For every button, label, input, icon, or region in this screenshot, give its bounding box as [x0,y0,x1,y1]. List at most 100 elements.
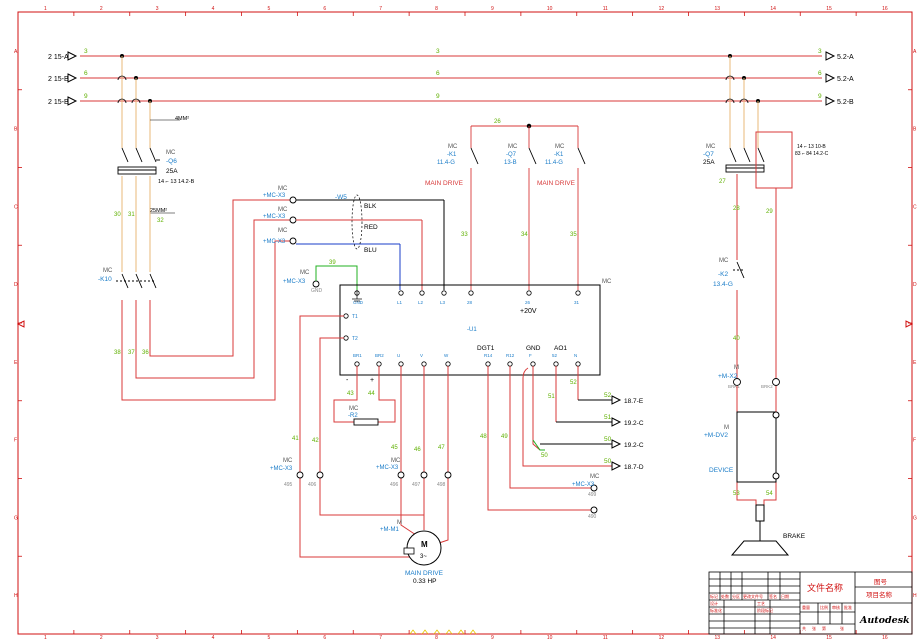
u1-top-pin-label: L1 [397,300,403,305]
motor-symbol [403,530,442,566]
svg-text:6: 6 [818,70,822,77]
thermo-wire-41: 41 [292,436,299,442]
q7-breaker [725,147,765,173]
col-label-top: 13 [714,6,720,12]
out-50b-ref: 18.7-D [624,464,644,471]
svg-text:3: 3 [818,48,822,55]
title-block-cell: 工艺 [757,601,765,606]
title-block-cell: 处数 [721,593,729,599]
u1-bottom-pin-label: U [397,353,400,358]
title-block-cell: 重量 [802,604,810,610]
mx2-pin-1: BRK1 [728,384,740,389]
tb-brand: Autodesk [859,615,910,626]
col-label-bottom: 9 [491,635,494,639]
q7-aux1: 14 ⌐ 13 10-B [797,144,826,150]
mx2-pin-2: BRK2 [761,384,773,389]
u1-top-pin [398,290,404,296]
x3-motor-pin-496: 496 [390,482,399,488]
motor-mc: M [397,520,402,526]
u1-bottom-pin [354,361,360,367]
u1-bottom-pin-label: F [529,353,532,358]
io-wire-52: 52 [570,380,577,386]
bus-in-3: 2 15-B [48,99,69,106]
k2-tag: -K2 [718,271,729,278]
row-label-right: F [913,438,916,444]
title-block-cell: 第 [822,625,826,631]
col-label-bottom: 3 [156,635,159,639]
q6-aux: 14 ⌐ 13 14.2-B [158,179,195,185]
row-label-left: B [14,127,18,133]
motor-m: M [421,540,428,549]
title-block-cell: 标准化 [710,607,722,613]
u1-group-ao1: AO1 [554,345,567,352]
x3-bottom-left [296,471,324,479]
u1-bottom-pin [575,361,581,367]
thermo-wiring [299,315,425,558]
r2-minus: - [346,377,349,384]
title-block-cell: 分区 [732,593,740,599]
col-label-top: 7 [379,6,382,12]
title-block-cell: 阶段标记 [757,607,773,613]
cable-core-blk: BLK [364,203,377,210]
x3-2-mc: MC [278,207,288,213]
u1-top-pin-label: 31 [574,300,580,305]
drawing-frame [17,11,913,635]
col-label-top: 11 [603,6,608,12]
x3-connectors-left [289,196,320,288]
k10-tag: -K10 [98,276,112,283]
q7-aux2: 83 ⌐ 84 14.2-C [795,151,829,157]
col-label-bottom: 7 [379,635,382,639]
motor-label: MAIN DRIVE [405,570,444,577]
x3-bl-mc: MC [283,458,293,464]
title-block-cell: 更改文件号 [743,593,763,599]
io-output-lines [540,395,622,471]
dc1-tag: -K1 [447,152,457,158]
row-label-right: B [913,127,917,133]
bus-mid-3: 9 [436,93,440,100]
cable-wire-39: 39 [329,260,336,266]
io-wire-51: 51 [548,394,555,400]
row-label-left: E [14,360,18,366]
out-50b-wire: 50 [604,458,612,465]
dv2-wire-53: 53 [733,491,740,497]
x3-motor-mc: MC [391,458,401,464]
row-label-left: D [14,282,18,288]
q7-mc: MC [706,144,716,150]
row-label-right: G [913,515,917,521]
motor-wiring [400,366,449,545]
col-label-top: 8 [435,6,438,12]
title-block-cell: 比例 [820,604,828,610]
io-wiring [487,366,612,511]
x3-bl-pin-406: 406 [308,482,317,488]
bus-in-1: 2 15-A [48,54,69,61]
dv2-mc: M [724,425,729,431]
col-label-bottom: 11 [603,635,608,639]
r2-wire-44: 44 [368,391,375,397]
u1-bottom-pin [485,361,491,367]
q6-mc: MC [166,150,176,156]
r2-tag: -R2 [348,413,358,419]
q7-rating: 25A [703,159,715,166]
u1-bottom-pin [553,361,559,367]
out-52-wire: 52 [604,392,612,399]
dc1-mc: MC [448,144,458,150]
u1-top-pin-label: 28 [467,300,473,305]
k10-contactor [116,273,157,289]
out-52-ref: 18.7-E [624,398,644,405]
dv2-tag: +M-DV2 [704,432,728,439]
u1-top-pin-label: L3 [440,300,446,305]
io-wire-50: 50 [541,453,548,459]
u1-left-pin-label: T1 [352,314,358,320]
k2-ref: 13.4-G [713,281,733,288]
x3-4-mc: MC [300,270,310,276]
motor-wire-47: 47 [438,445,445,451]
q6-wire-32: 32 [157,218,164,224]
bus-num-2: 6 [84,70,88,77]
drive-wire-35: 35 [570,232,577,238]
x3-right-tag: +MC-X3 [572,482,595,488]
row-label-right: C [913,204,917,210]
row-label-left: F [14,438,17,444]
dc1-ref: 11.4-G [437,160,455,166]
title-block-cells: 标记处数分区更改文件号签名日期设计工艺标准化阶段标记重量比例审核批准共张第张 [710,593,852,631]
